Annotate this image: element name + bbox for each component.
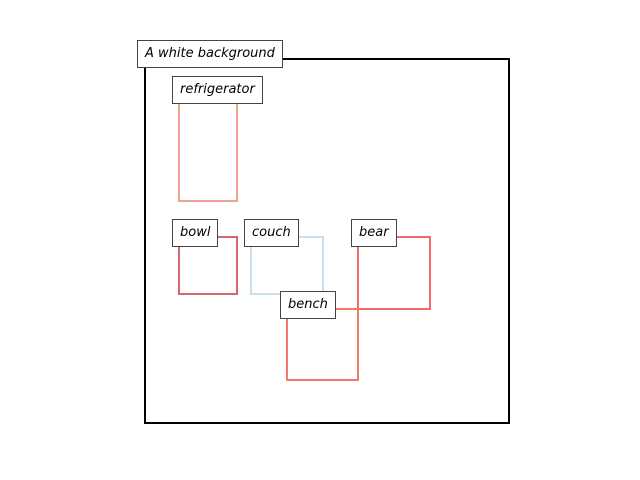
bear-box [357, 236, 431, 310]
background-frame [144, 58, 510, 424]
bear-label: bear [351, 219, 397, 247]
refrigerator-label: refrigerator [172, 76, 263, 104]
refrigerator-box [178, 90, 238, 202]
caption-label: A white background [137, 40, 283, 68]
couch-label: couch [244, 219, 299, 247]
bowl-label: bowl [172, 219, 219, 247]
bench-label: bench [280, 291, 336, 319]
